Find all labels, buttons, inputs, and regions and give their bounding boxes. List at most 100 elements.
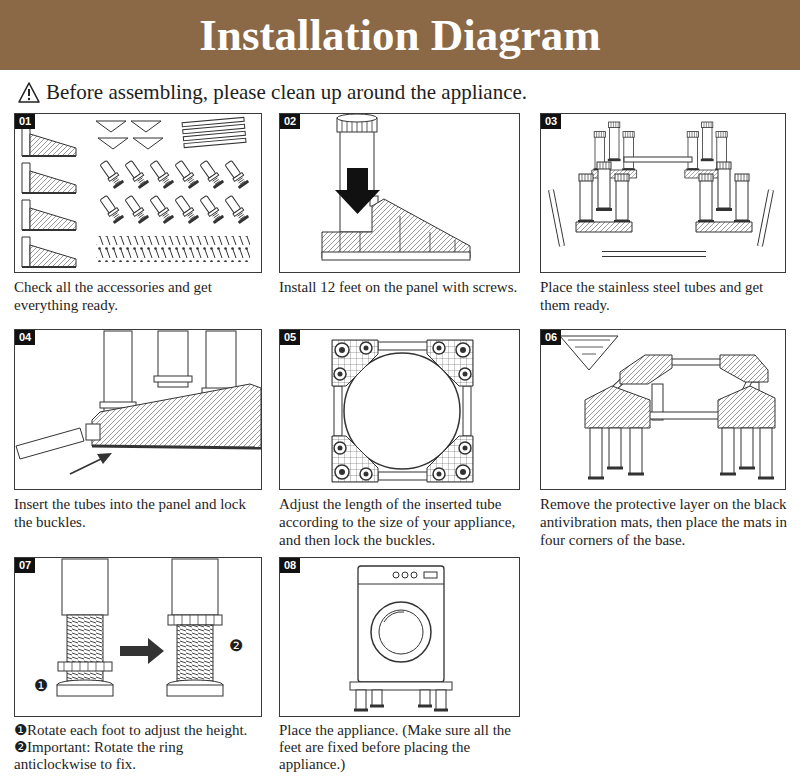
foot-adjust-illustration: [167, 685, 223, 696]
callout-number: ❷: [229, 637, 243, 655]
accessories-illustration: [22, 163, 76, 193]
base-with-mats: [722, 428, 734, 474]
washing-machine: [393, 572, 399, 578]
step-panel: 04Insert the tubes into the panel and lo…: [14, 329, 262, 490]
accessories-illustration: [98, 194, 124, 224]
install-foot-illustration: [335, 168, 380, 214]
step-panel: 01Check all the accessories and get ever…: [14, 113, 262, 273]
step-number: 07: [15, 558, 35, 573]
insert-tube-illustration: [92, 446, 261, 448]
step-number: 08: [280, 558, 300, 573]
base-with-mats: [609, 428, 621, 468]
accessories-illustration: [223, 194, 249, 224]
accessories-illustration: [198, 194, 224, 224]
insert-tube-illustration: [206, 331, 236, 395]
tubes-illustration: [760, 190, 771, 246]
step-number: 03: [541, 114, 561, 129]
accessories-illustration: [98, 138, 128, 149]
foot-adjust-illustration: [174, 615, 214, 625]
frame-top-view: [378, 342, 428, 350]
washing-machine: [371, 602, 431, 662]
accessories-illustration: [173, 194, 199, 224]
foot-adjust-illustration: [120, 638, 164, 664]
base-with-mats: [630, 428, 642, 474]
foot-adjust-illustration: [57, 685, 113, 696]
warning-icon: [28, 89, 30, 96]
insert-tube-illustration: [86, 424, 100, 440]
washing-machine: [402, 572, 408, 578]
warning-icon: [28, 98, 30, 100]
insert-tube-illustration: [154, 376, 192, 382]
accessories-illustration: [131, 121, 161, 132]
washing-machine: [436, 690, 446, 710]
step-caption: Check all the accessories and get everyt…: [14, 278, 264, 314]
foot-adjust-illustration: [64, 662, 104, 671]
insert-tube-illustration: [97, 453, 112, 464]
accessories-illustration: [96, 236, 250, 262]
tubes-illustration: [551, 190, 562, 246]
base-with-mats: [620, 355, 672, 384]
accessories-illustration: [133, 138, 163, 149]
step-number: 02: [280, 114, 300, 129]
washing-machine: [358, 584, 444, 585]
accessories-illustration: [148, 159, 174, 189]
accessories-illustration: [184, 138, 246, 147]
washing-machine: [354, 706, 448, 710]
washing-machine: [424, 572, 437, 578]
title-banner: Installation Diagram: [0, 0, 800, 70]
step-panel: 02Install 12 feet on the panel with scre…: [279, 113, 520, 273]
insert-tube-illustration: [70, 459, 101, 474]
foot-adjust-illustration: [177, 625, 213, 681]
base-with-mats: [760, 428, 772, 478]
frame-top-view: [463, 386, 471, 436]
washing-machine: [411, 572, 417, 578]
step-caption: Install 12 feet on the panel with screws…: [279, 278, 522, 296]
accessories-illustration: [148, 194, 174, 224]
frame-top-view: [332, 340, 378, 386]
tubes-illustration: [760, 190, 771, 246]
accessories-illustration: [123, 194, 149, 224]
step-panel: 03Place the stainless steel tubes and ge…: [540, 113, 786, 273]
warning-icon: [19, 83, 39, 102]
base-with-mats: [568, 340, 610, 354]
washing-machine: [350, 566, 452, 710]
base-with-mats: [560, 336, 775, 478]
washing-machine: [358, 566, 444, 682]
frame-top-view: [332, 436, 378, 482]
accessories-illustration: [22, 237, 76, 267]
foot-adjust-illustration: [172, 559, 218, 615]
step-number: 04: [15, 330, 35, 345]
accessories-illustration: [173, 159, 199, 189]
step-number: 01: [15, 114, 35, 129]
foot-adjust-illustration: [57, 559, 223, 696]
tubes-illustration: [551, 122, 771, 254]
warning-icon: [19, 83, 39, 102]
step-caption: Place the appliance. (Make sure all the …: [279, 722, 522, 773]
accessories-illustration: [123, 159, 149, 189]
base-with-mats: [560, 336, 618, 370]
frame-top-view: [334, 386, 342, 436]
step-panel: 08Place the appliance. (Make sure all th…: [279, 557, 520, 717]
step-panel: 05Adjust the length of the inserted tube…: [279, 329, 520, 490]
tubes-illustration: [551, 190, 562, 246]
tubes-illustration: [602, 252, 706, 256]
frame-top-view: [332, 340, 473, 482]
foot-adjust-illustration: [62, 559, 108, 615]
frame-top-view: [427, 340, 473, 386]
accessories-illustration: [182, 117, 246, 147]
base-with-mats: [718, 386, 775, 428]
page-title: Installation Diagram: [0, 0, 800, 70]
callout-number: ❶: [34, 677, 48, 695]
accessories-illustration: [98, 159, 124, 189]
step-caption: Insert the tubes into the panel and lock…: [14, 495, 264, 531]
install-foot-illustration: [322, 252, 470, 260]
install-foot-illustration: [322, 114, 470, 260]
washing-machine: [350, 682, 452, 690]
insert-tube-illustration: [16, 331, 261, 474]
install-foot-illustration: [340, 216, 455, 252]
step-caption: ❶Rotate each foot to adjust the height. …: [14, 722, 264, 773]
frame-top-view: [378, 472, 428, 480]
